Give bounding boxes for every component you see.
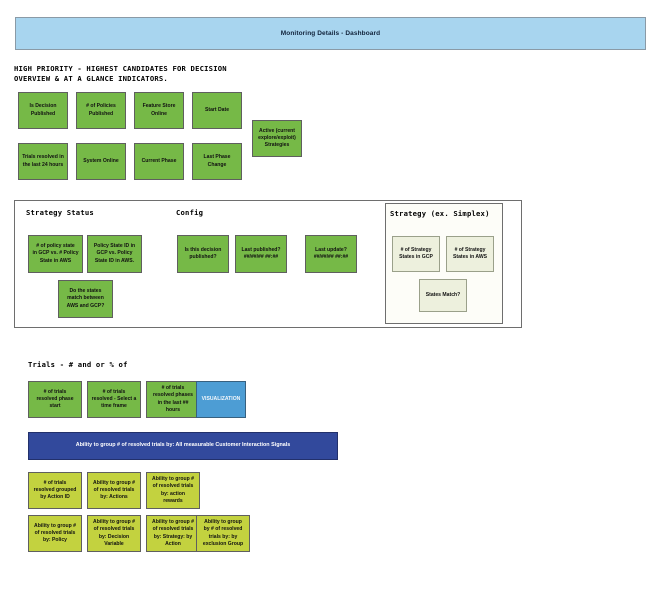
simplex-states-gcp[interactable]: # of Strategy States in GCP xyxy=(392,236,440,272)
simplex-states-match[interactable]: States Match? xyxy=(419,279,467,312)
dashboard-header-bar: Monitoring Details - Dashboard xyxy=(15,17,646,50)
group-by-decision-variable[interactable]: Ability to group # of resolved trials by… xyxy=(87,515,141,552)
group-by-action-rewards[interactable]: Ability to group # of resolved trials by… xyxy=(146,472,200,509)
config-heading: Config xyxy=(176,208,204,217)
indicator-system-online[interactable]: System Online xyxy=(76,143,126,180)
group-by-policy[interactable]: Ability to group # of resolved trials by… xyxy=(28,515,82,552)
config-is-decision-published[interactable]: Is this decision published? xyxy=(177,235,229,273)
trials-visualization-tile[interactable]: VISUALIZATION xyxy=(196,381,246,418)
status-states-match[interactable]: Do the states match between AWS and GCP? xyxy=(58,280,113,318)
trials-resolved-phases-last-hours[interactable]: # of trials resolved phases in the last … xyxy=(146,381,200,418)
dashboard-title: Monitoring Details - Dashboard xyxy=(280,30,381,37)
simplex-heading: Strategy (ex. Simplex) xyxy=(390,209,490,218)
status-policy-state-id[interactable]: Policy State ID in GCP vs. Policy State … xyxy=(87,235,142,273)
indicator-trials-resolved-24h[interactable]: Trials resolved in the last 24 hours xyxy=(18,143,68,180)
indicator-last-phase-change[interactable]: Last Phase Change xyxy=(192,143,242,180)
indicator-feature-store-online[interactable]: Feature Store Online xyxy=(134,92,184,129)
indicator-start-date[interactable]: Start Date xyxy=(192,92,242,129)
indicator-current-phase[interactable]: Current Phase xyxy=(134,143,184,180)
config-last-update[interactable]: Last update? ##/##/## ##:## xyxy=(305,235,357,273)
group-trials-signals-banner[interactable]: Ability to group # of resolved trials by… xyxy=(28,432,338,460)
group-by-actions[interactable]: Ability to group # of resolved trials by… xyxy=(87,472,141,509)
trials-resolved-time-frame[interactable]: # of trials resolved - Select a time fra… xyxy=(87,381,141,418)
group-by-strategy-action[interactable]: Ability to group # of resolved trials by… xyxy=(146,515,200,552)
status-policy-state-count[interactable]: # of policy state in GCP vs. # Policy St… xyxy=(28,235,83,273)
high-priority-heading: HIGH PRIORITY - HIGHEST CANDIDATES FOR D… xyxy=(14,64,227,83)
indicator-active-strategies[interactable]: Active (current explore/exploit) Strateg… xyxy=(252,120,302,157)
trials-resolved-phase-start[interactable]: # of trials resolved phase start xyxy=(28,381,82,418)
indicator-is-decision-published[interactable]: Is Decision Published xyxy=(18,92,68,129)
strategy-status-heading: Strategy Status xyxy=(26,208,94,217)
group-by-exclusion-group[interactable]: Ability to group by # of resolved trials… xyxy=(196,515,250,552)
indicator-policies-published[interactable]: # of Policies Published xyxy=(76,92,126,129)
group-by-action-id[interactable]: # of trials resolved grouped by Action I… xyxy=(28,472,82,509)
config-last-published[interactable]: Last published? ##/##/## ##:## xyxy=(235,235,287,273)
trials-heading: Trials - # and or % of xyxy=(28,360,128,369)
simplex-states-aws[interactable]: # of Strategy States in AWS xyxy=(446,236,494,272)
